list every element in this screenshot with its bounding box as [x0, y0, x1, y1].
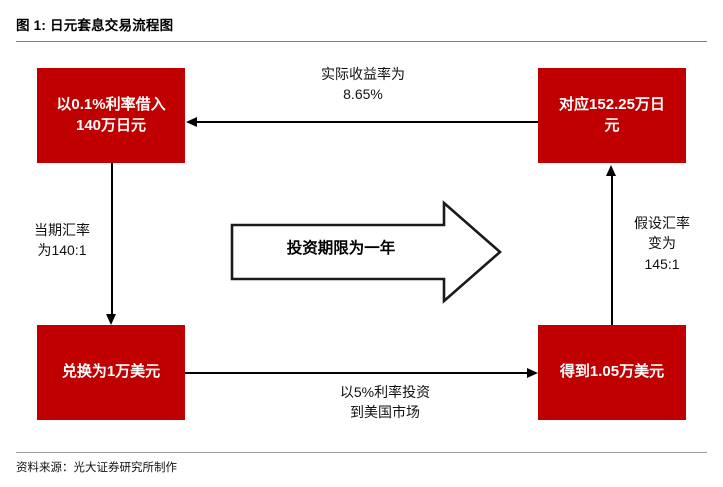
node-borrow-yen: 以0.1%利率借入140万日元: [37, 68, 185, 163]
node-gain-usd: 得到1.05万美元: [538, 325, 686, 420]
node-repay-yen-label: 对应152.25万日元: [559, 96, 665, 134]
node-exchange-usd: 兑换为1万美元: [37, 325, 185, 420]
arrow-down-icon: [105, 314, 116, 325]
edge-fx-future-line: [611, 174, 613, 325]
footer-divider: [16, 452, 707, 453]
arrow-right-icon: [527, 367, 538, 378]
node-gain-usd-label: 得到1.05万美元: [559, 363, 665, 381]
node-repay-yen: 对应152.25万日元: [538, 68, 686, 163]
arrow-left-icon: [186, 116, 197, 127]
edge-invest-line: [185, 372, 529, 374]
edge-fx-current-line: [111, 163, 113, 316]
node-borrow-yen-label: 以0.1%利率借入140万日元: [56, 96, 166, 134]
edge-return-line: [196, 121, 538, 123]
node-exchange-usd-label: 兑换为1万美元: [61, 363, 161, 381]
edge-fx-current-label: 当期汇率 为140:1: [34, 222, 90, 259]
header-divider: [16, 41, 707, 42]
edge-fx-future-label: 假设汇率 变为 145:1: [634, 215, 690, 272]
edge-return-label: 实际收益率为 8.65%: [321, 66, 405, 103]
edge-invest-label: 以5%利率投资 到美国市场: [339, 384, 431, 421]
block-arrow-shape: [230, 200, 502, 304]
figure-title: 图 1: 日元套息交易流程图: [16, 18, 174, 33]
block-arrow-label: 投资期限为一年: [286, 240, 396, 257]
arrow-up-icon: [605, 165, 616, 176]
source-note: 资料来源：光大证券研究所制作: [16, 462, 177, 474]
